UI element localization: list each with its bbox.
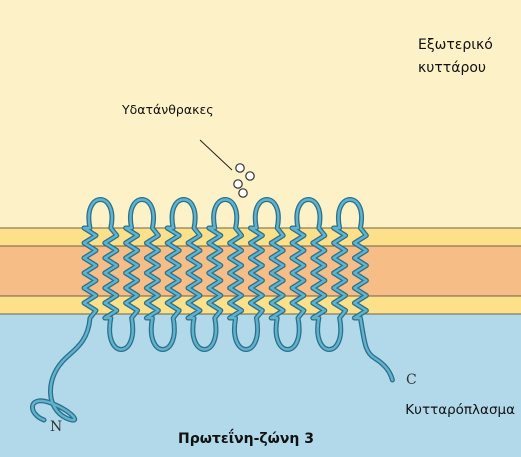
carbohydrate-circle-2 <box>246 172 254 180</box>
cytoplasm-label: Κυτταρόπλασμα <box>405 402 515 418</box>
extracellular-label-line1: Εξωτερικό <box>418 34 493 57</box>
protein-name-label: Πρωτεΐνη-ζώνη 3 <box>178 431 314 447</box>
carbohydrate-circle-4 <box>239 189 247 197</box>
extracellular-label-line2: κυττάρου <box>418 57 493 80</box>
n-terminus-label: N <box>50 419 62 435</box>
extracellular-label: Εξωτερικό κυττάρου <box>418 34 493 80</box>
carbohydrates-label: Υδατάνθρακες <box>122 102 214 117</box>
carbohydrate-circle-1 <box>236 164 244 172</box>
carbohydrate-circle-3 <box>234 180 242 188</box>
c-terminus-label: C <box>406 372 417 388</box>
